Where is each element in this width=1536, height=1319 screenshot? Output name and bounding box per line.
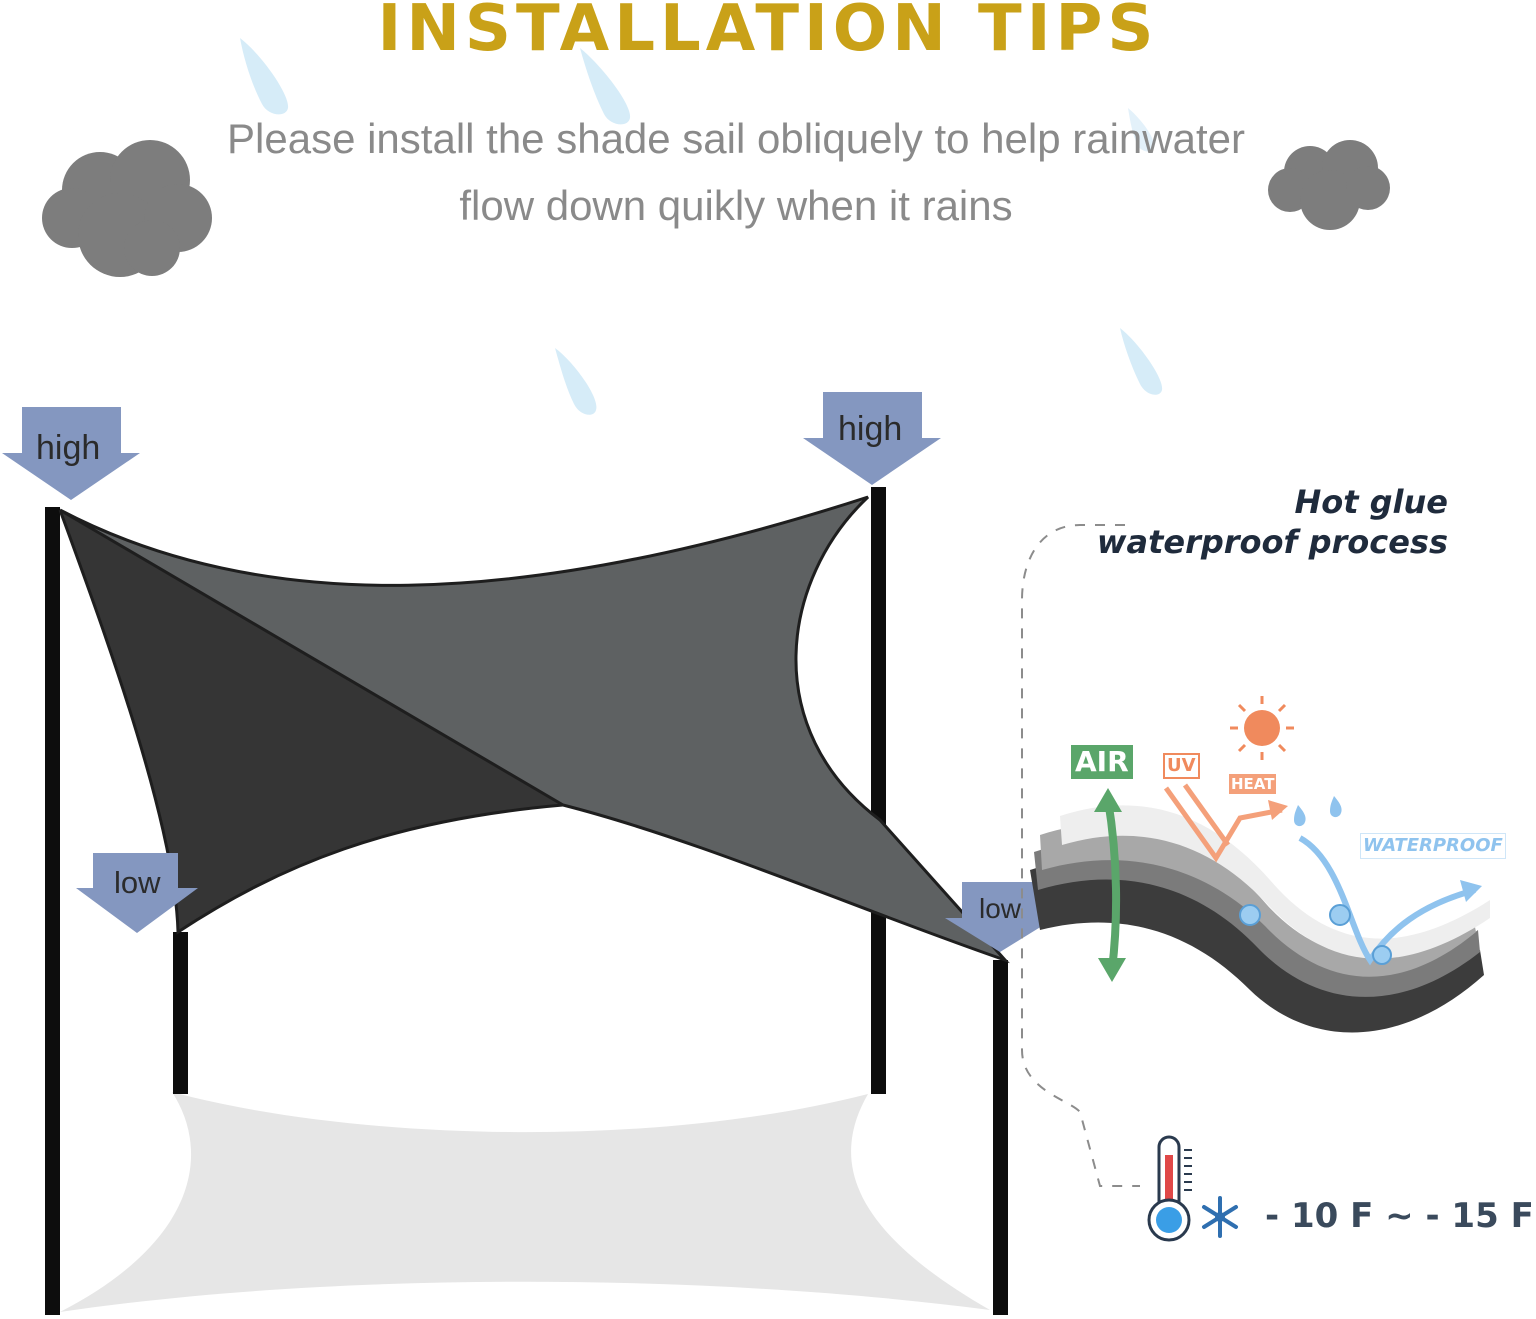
uv-tag: UV	[1163, 753, 1200, 779]
label-high-right: high	[838, 410, 903, 448]
page-title: INSTALLATION TIPS	[377, 0, 1159, 66]
arrow-low-left	[76, 853, 198, 933]
sun-icon	[1230, 696, 1294, 760]
installation-diagram	[2, 38, 1490, 1315]
raindrop-icon	[580, 48, 631, 125]
instruction-line-1: Please install the shade sail obliquely …	[227, 115, 1245, 162]
label-low-right: low	[979, 893, 1022, 924]
temperature-range: - 10 F ~ - 15 F	[1265, 1196, 1534, 1236]
arrow-high-left	[2, 407, 140, 500]
air-tag: AIR	[1071, 745, 1133, 779]
feature-title: Hot glue waterproof process	[1097, 482, 1448, 562]
cloud-icon	[42, 140, 212, 277]
feature-title-line-2: waterproof process	[1096, 523, 1448, 561]
raindrop-icon	[240, 38, 289, 115]
label-high-left: high	[36, 429, 101, 467]
pole-top-right	[871, 487, 886, 1094]
sail-shadow	[60, 1092, 990, 1312]
pole-bottom-right	[993, 960, 1008, 1315]
pole-bottom-left	[173, 932, 188, 1094]
raindrop-icon	[1120, 328, 1163, 395]
thermometer-icon	[1147, 1135, 1192, 1242]
feature-title-line-1: Hot glue	[1294, 483, 1448, 521]
fabric-layers-illustration	[1030, 783, 1490, 1033]
waterproof-tag: WATERPROOF	[1360, 833, 1506, 859]
heat-tag: HEAT	[1229, 774, 1277, 794]
instruction-line-2: flow down quikly when it rains	[459, 182, 1013, 229]
pole-top-left	[45, 507, 60, 1315]
arrow-high-right	[803, 392, 941, 485]
shade-sail	[58, 495, 1010, 964]
raindrop-icon	[1128, 108, 1155, 152]
arrow-low-right	[945, 882, 1055, 952]
label-low-left: low	[114, 865, 161, 900]
snowflake-icon	[1202, 1196, 1238, 1238]
raindrop-icon	[555, 348, 597, 415]
cloud-icon	[1268, 140, 1390, 230]
callout-connector	[1021, 524, 1140, 1187]
